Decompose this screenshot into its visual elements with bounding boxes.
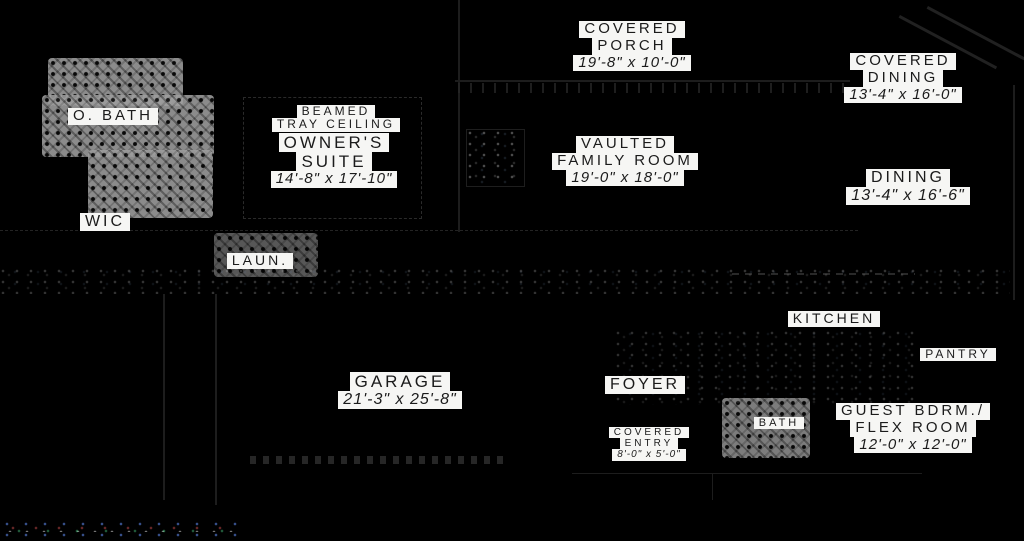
room-name: KITCHEN xyxy=(787,310,881,327)
room-name: GUEST BDRM./ xyxy=(835,402,991,420)
wall-line xyxy=(163,294,165,500)
wall-line xyxy=(458,0,460,232)
owner-bath-tile-texture xyxy=(42,95,214,157)
room-dimensions: 19'-8" x 10'-0" xyxy=(573,54,691,72)
room-name: PANTRY xyxy=(920,347,996,362)
room-label-bath: BATH xyxy=(750,417,808,430)
room-name: WIC xyxy=(79,213,131,231)
porch-deck-hatching xyxy=(458,83,846,93)
room-dimensions: 13'-4" x 16'-0" xyxy=(844,86,962,104)
room-name: DINING xyxy=(862,69,944,87)
room-label-beamed-tray-ceiling: BEAMED TRAY CEILING xyxy=(271,104,401,132)
room-label-pantry: PANTRY xyxy=(919,347,997,362)
copyright-watermark-noise xyxy=(5,522,237,537)
room-label-covered-porch: COVERED PORCH 19'-8" x 10'-0" xyxy=(538,20,726,72)
room-dimensions: 14'-8" x 17'-10" xyxy=(270,170,398,188)
room-name: OWNER'S xyxy=(278,133,390,153)
wall-line xyxy=(455,80,850,82)
room-name: FOYER xyxy=(604,376,686,394)
wall-dashed-line xyxy=(0,230,858,231)
room-dimensions: 21'-3" x 25'-8" xyxy=(338,391,462,409)
room-name: PORCH xyxy=(592,37,672,55)
room-label-laundry: LAUN. xyxy=(220,252,300,269)
wall-line xyxy=(572,473,922,474)
room-label-wic: WIC xyxy=(70,213,140,231)
room-dimensions: 8'-0" x 5'-0" xyxy=(612,449,686,461)
room-name: COVERED xyxy=(579,20,685,38)
wall-line xyxy=(712,473,713,500)
wall-line xyxy=(215,294,217,505)
room-name: FAMILY ROOM xyxy=(552,152,698,170)
room-label-foyer: FOYER xyxy=(595,376,695,394)
room-label-vaulted-family-room: VAULTED FAMILY ROOM 19'-0" x 18'-0" xyxy=(524,135,726,187)
room-name: DINING xyxy=(866,169,950,187)
room-label-covered-entry: COVERED ENTRY 8'-0" x 5'-0" xyxy=(594,427,704,461)
room-name: COVERED xyxy=(850,52,956,70)
room-label-guest-bdrm-flex: GUEST BDRM./ FLEX ROOM 12'-0" x 12'-0" xyxy=(814,402,1012,454)
room-dimensions: 12'-0" x 12'-0" xyxy=(854,436,972,454)
room-name: COVERED xyxy=(608,427,690,439)
room-label-o-bath: O. BATH xyxy=(62,107,164,125)
room-label-kitchen: KITCHEN xyxy=(780,310,888,327)
room-label-owners-suite: OWNER'S SUITE 14'-8" x 17'-10" xyxy=(244,133,424,188)
room-name: SUITE xyxy=(296,152,372,172)
room-label-garage: GARAGE 21'-3" x 25'-8" xyxy=(306,372,494,409)
room-name: TRAY CEILING xyxy=(271,117,401,132)
garage-door-hatching xyxy=(250,456,506,464)
room-name: BEAMED xyxy=(296,104,376,119)
room-label-covered-dining: COVERED DINING 13'-4" x 16'-0" xyxy=(812,52,994,104)
room-label-dining: DINING 13'-4" x 16'-6" xyxy=(818,169,998,205)
wall-line xyxy=(1013,85,1015,300)
room-dimensions: 13'-4" x 16'-6" xyxy=(846,186,970,205)
owner-bath-tile-texture xyxy=(88,150,213,218)
kitchen-counter-edge xyxy=(732,273,915,275)
room-name: BATH xyxy=(753,417,805,430)
tray-ceiling-dashed-outline xyxy=(243,97,422,219)
fireplace-outline xyxy=(466,129,525,187)
hallway-texture-band xyxy=(0,268,1010,294)
room-name: LAUN. xyxy=(226,252,294,269)
room-name: GARAGE xyxy=(349,372,451,392)
room-name: FLEX ROOM xyxy=(850,419,976,437)
room-name: O. BATH xyxy=(68,107,158,125)
room-dimensions: 19'-0" x 18'-0" xyxy=(566,169,684,187)
room-name: VAULTED xyxy=(576,135,674,153)
room-name: ENTRY xyxy=(619,438,679,450)
